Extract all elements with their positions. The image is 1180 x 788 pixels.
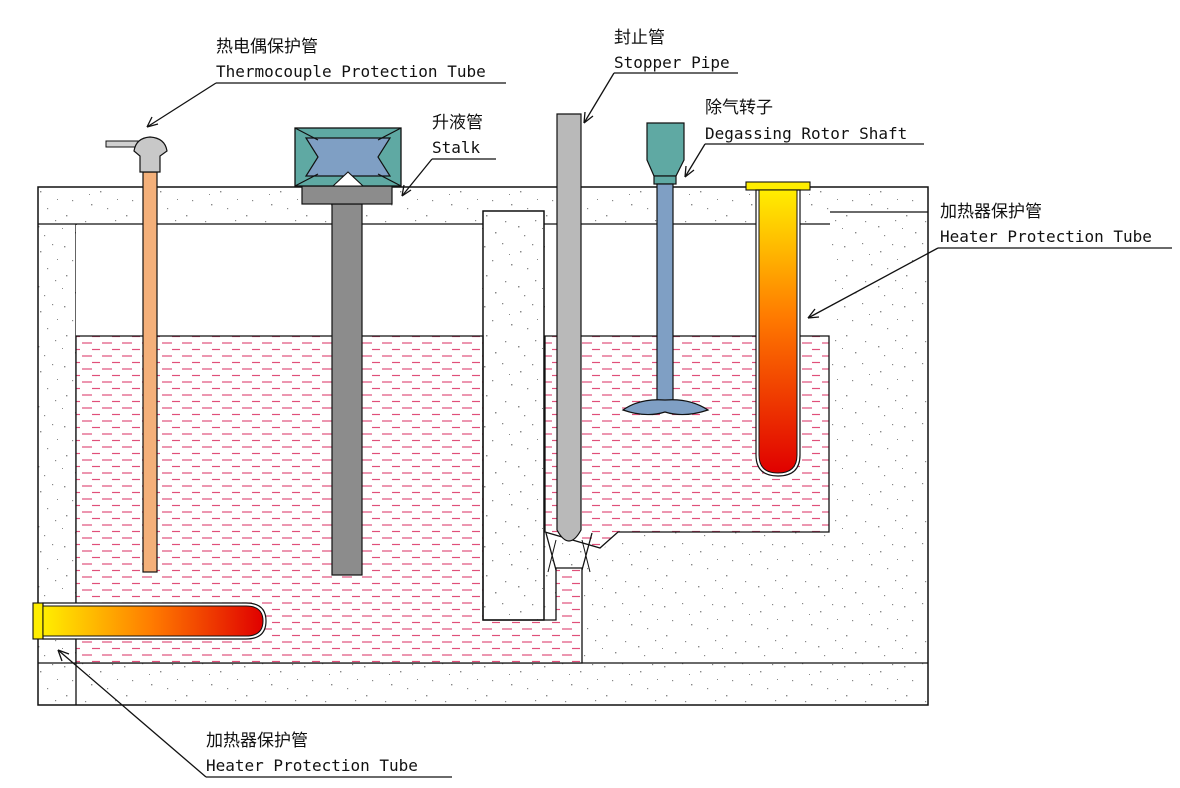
rotor-impeller — [621, 399, 710, 416]
label-heater-right: 加热器保护管 Heater Protection Tube — [940, 202, 1152, 246]
heater-bottom-flange — [32, 602, 44, 640]
label-heater-bottom-cn: 加热器保护管 — [206, 731, 308, 751]
stalk-head-window — [304, 137, 392, 177]
heater-protection-tube-right — [745, 181, 811, 477]
label-stalk-en: Stalk — [432, 138, 481, 157]
label-rotor-en: Degassing Rotor Shaft — [705, 124, 907, 143]
degassing-rotor — [621, 122, 710, 416]
head-space-left — [76, 225, 482, 336]
stalk-head-notch — [331, 171, 365, 187]
label-stopper-en: Stopper Pipe — [614, 53, 730, 72]
stalk — [294, 127, 402, 576]
rotor-shaft — [656, 183, 674, 403]
heater-right-body — [758, 189, 798, 474]
label-thermocouple-en: Thermocouple Protection Tube — [216, 62, 486, 81]
label-stalk: 升液管 Stalk — [432, 113, 483, 157]
thermocouple-tube-body — [142, 171, 158, 573]
stalk-body — [331, 203, 363, 576]
leader-lines — [57, 72, 1172, 778]
label-stalk-cn: 升液管 — [432, 113, 483, 133]
stopper-body — [556, 113, 582, 542]
label-heater-right-en: Heater Protection Tube — [940, 227, 1152, 246]
label-heater-right-cn: 加热器保护管 — [940, 202, 1042, 222]
stopper-pipe — [545, 113, 593, 573]
partition-wall-outline — [482, 210, 545, 621]
heater-right-flange — [745, 181, 811, 191]
stalk-flange — [301, 185, 393, 205]
thermocouple-protection-tube — [105, 136, 168, 573]
label-stopper: 封止管 Stopper Pipe — [614, 28, 730, 72]
partition-wall — [482, 210, 545, 621]
label-heater-bottom-en: Heater Protection Tube — [206, 756, 418, 775]
label-thermocouple: 热电偶保护管 Thermocouple Protection Tube — [216, 37, 486, 81]
label-thermocouple-cn: 热电偶保护管 — [216, 37, 318, 57]
thermocouple-head — [133, 136, 168, 173]
label-rotor: 除气转子 Degassing Rotor Shaft — [705, 98, 907, 143]
thermocouple-connector — [105, 140, 139, 148]
heater-bottom-body — [42, 605, 264, 637]
label-heater-bottom: 加热器保护管 Heater Protection Tube — [206, 731, 418, 775]
rotor-coupler — [646, 122, 685, 177]
label-rotor-cn: 除气转子 — [705, 98, 773, 118]
label-stopper-cn: 封止管 — [614, 28, 665, 48]
heater-protection-tube-bottom — [32, 602, 267, 640]
